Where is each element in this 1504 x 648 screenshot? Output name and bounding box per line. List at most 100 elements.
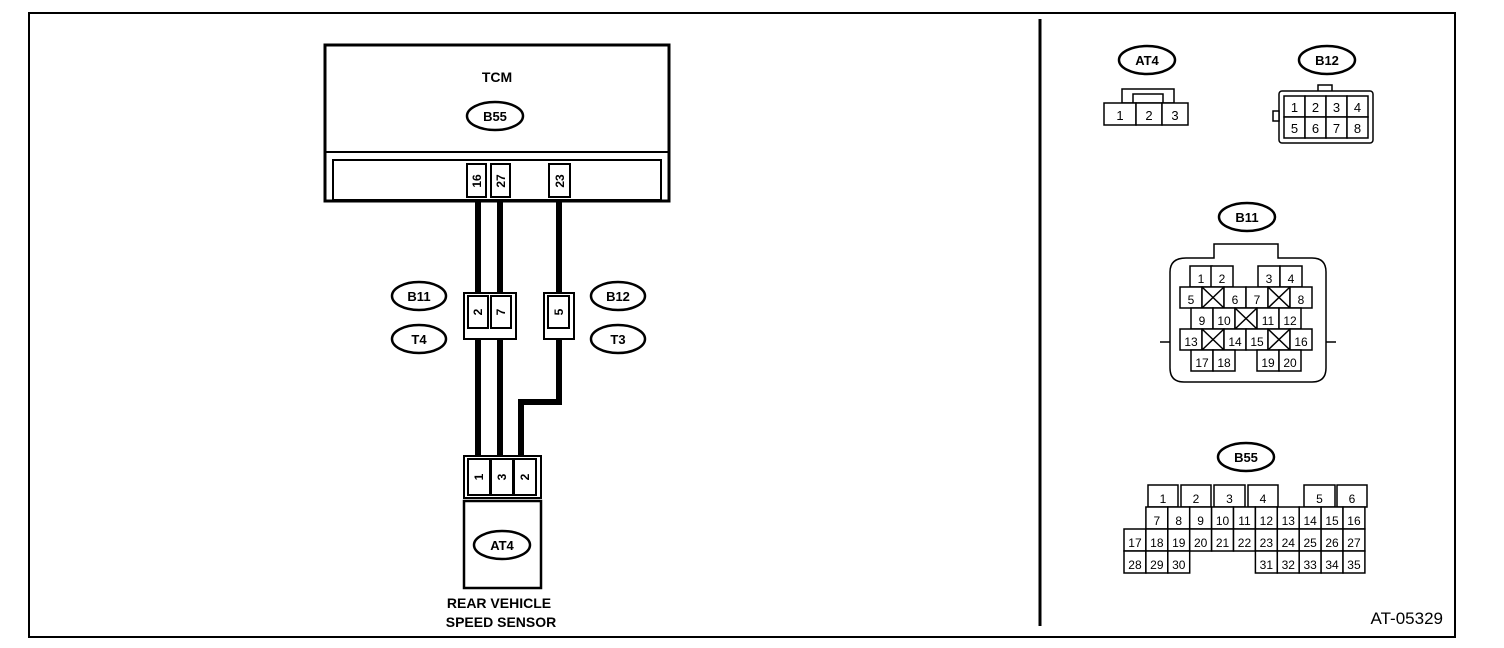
b55-pin-label: 21 [1216,536,1230,550]
b11-pin-label: 11 [1262,314,1275,328]
sensor-label-line2: SPEED SENSOR [446,614,556,630]
connector-view-pin-label: 3 [1171,108,1178,123]
b55-pin-label: 24 [1282,536,1296,550]
connector-view-id-oval [1117,44,1177,76]
b55-pin-label: 15 [1325,514,1339,528]
sensor-pin-label: 1 [472,473,486,480]
sensor-id-oval [472,529,532,561]
sensor-id: AT4 [490,538,514,553]
outer-frame [28,12,1456,638]
tcm-pin-label: 16 [470,174,484,188]
junction-left-pin-box [467,295,489,329]
connector-view-pin-label: 8 [1354,121,1361,136]
b55-pin-label: 25 [1303,536,1317,550]
b11-blank-pin-mark [1267,286,1291,309]
tcm-pin-label: 23 [553,174,567,188]
b55-pin-label: 20 [1194,536,1208,550]
junction-left-id-oval [390,323,448,355]
tcm-pin-box [548,163,571,198]
b55-pin-label: 11 [1238,514,1251,528]
connector-view-pin-box [1346,116,1369,139]
connector-view-pin-label: 3 [1333,100,1340,115]
junction-left: 2 7 B11 T4 [390,280,517,355]
b55-pin-label: 32 [1282,558,1296,572]
tcm-unit: TCM B55 16 27 23 [323,43,671,203]
tcm-connector-id-oval [465,100,525,132]
connector-view-pin-label: 1 [1291,100,1298,115]
b11-blank-pin-mark [1201,286,1225,309]
b55-pin-label: 8 [1175,514,1182,528]
b11-pin-label: 3 [1266,272,1273,286]
sensor-pin-label: 3 [495,473,509,480]
b55-pin-label: 5 [1316,492,1323,506]
b55-pin-label: 28 [1128,558,1142,572]
connector-view-b12: B12 1 2 3 4 5 6 7 8 [1272,44,1374,144]
connector-view-id-oval [1216,441,1276,473]
connector-view-id: B12 [1315,53,1339,68]
b55-pin-label: 31 [1260,558,1274,572]
b55-pin-label: 35 [1347,558,1361,572]
b11-pin-box [1278,349,1302,372]
b55-pin-label: 13 [1282,514,1296,528]
b11-pin-label: 18 [1217,356,1231,370]
tcm-title: TCM [482,69,512,85]
b55-pin-label: 12 [1260,514,1274,528]
speed-sensor: 1 3 2 AT4 REAR VEHICLE SPEED SENSOR [446,455,556,630]
connector-view-side-tab [1272,110,1280,122]
b11-pin-label: 13 [1184,335,1198,349]
b11-pin-label: 16 [1294,335,1308,349]
connector-view-pin-label: 6 [1312,121,1319,136]
b55-pin-label: 1 [1160,492,1167,506]
b11-pin-label: 14 [1228,335,1242,349]
b55-pin-label: 29 [1150,558,1164,572]
tcm-connector-id: B55 [483,109,507,124]
b11-pin-label: 9 [1199,314,1206,328]
sensor-pin-label: 2 [518,473,532,480]
junction-right-pin-box [547,295,570,329]
b55-pin-label: 6 [1349,492,1356,506]
b55-pin-label: 14 [1303,514,1317,528]
b11-pin-box [1212,349,1236,372]
b55-pin-label: 3 [1226,492,1233,506]
b11-blank-pin-mark [1201,328,1225,351]
connector-view-pin-label: 7 [1333,121,1340,136]
b11-pin-label: 19 [1261,356,1275,370]
b11-blank-pin-mark [1234,307,1258,330]
junction-left-pin-label: 7 [494,308,508,315]
b11-pin-label: 6 [1232,293,1239,307]
b11-pin-label: 15 [1250,335,1264,349]
connector-view-pin-label: 2 [1145,108,1152,123]
b55-pin-label: 23 [1260,536,1274,550]
figure-code: AT-05329 [1371,609,1443,628]
b55-pin-label: 7 [1154,514,1161,528]
b11-pin-label: 20 [1283,356,1297,370]
connector-view-pin-box [1161,102,1189,126]
b55-pin-box [1167,550,1191,574]
b11-pin-label: 17 [1195,356,1209,370]
connector-view-id: B11 [1235,210,1258,225]
b55-pin-label: 4 [1260,492,1267,506]
b55-pin-box [1342,550,1366,574]
connector-view-pin-label: 1 [1116,108,1123,123]
b55-pin-label: 10 [1216,514,1230,528]
b55-pin-label: 33 [1303,558,1317,572]
connector-view-id-oval [1297,44,1357,76]
b55-pin-label: 2 [1193,492,1200,506]
b11-pin-label: 5 [1188,293,1195,307]
b11-blank-pin-mark [1267,328,1291,351]
connector-view-pin-label: 2 [1312,100,1319,115]
connector-view-pin-label: 5 [1291,121,1298,136]
b55-pin-label: 19 [1172,536,1186,550]
b11-pin-label: 12 [1283,314,1297,328]
b11-pin-label: 8 [1298,293,1305,307]
b11-pin-label: 2 [1219,272,1226,286]
connector-view-id: B55 [1234,450,1258,465]
junction-left-pin-box [490,295,512,329]
connector-view-at4: AT4 1 2 3 [1103,44,1189,126]
junction-right: 5 B12 T3 [543,280,647,355]
